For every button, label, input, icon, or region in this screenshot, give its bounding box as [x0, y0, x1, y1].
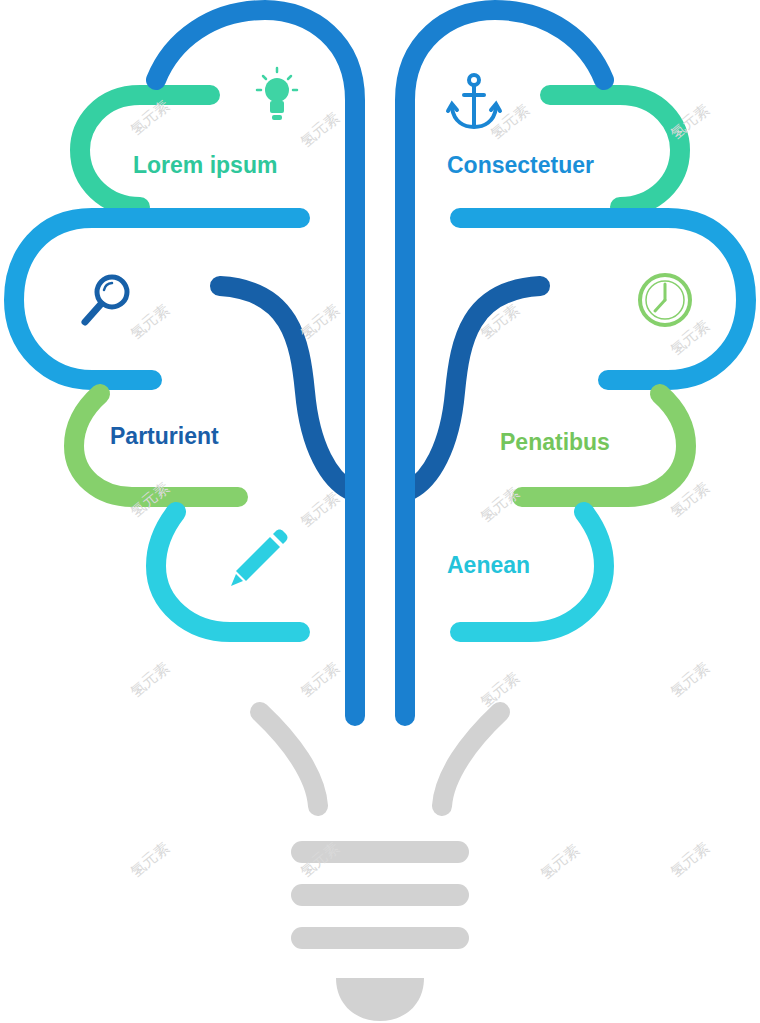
lobe [80, 95, 210, 207]
mirrored-half [405, 10, 746, 806]
watermark: 氢元素 [297, 488, 344, 531]
inner-fold [220, 286, 350, 490]
lobe-label: Penatibus [500, 429, 610, 456]
lobe-label: Consectetuer [447, 152, 594, 179]
anchor-icon [448, 75, 500, 127]
bulb-tip [336, 978, 424, 1021]
pencil-icon [231, 530, 288, 587]
watermark: 氢元素 [297, 300, 344, 343]
watermark: 氢元素 [667, 100, 714, 143]
central-stem [156, 10, 355, 716]
watermark: 氢元素 [127, 838, 174, 881]
clock-icon [640, 275, 690, 325]
watermark: 氢元素 [127, 658, 174, 701]
magnifier-icon [85, 277, 127, 322]
lobe-label: Parturient [110, 423, 219, 450]
watermark: 氢元素 [127, 300, 174, 343]
lobe-label: Lorem ipsum [133, 152, 277, 179]
bulb-filament [260, 712, 318, 806]
watermark: 氢元素 [537, 840, 584, 883]
lobe-label: Aenean [447, 552, 530, 579]
watermark: 氢元素 [297, 658, 344, 701]
watermark: 氢元素 [667, 658, 714, 701]
lightbulb-icon [257, 68, 297, 120]
lobe [156, 512, 300, 632]
watermark: 氢元素 [297, 108, 344, 151]
watermark: 氢元素 [667, 838, 714, 881]
